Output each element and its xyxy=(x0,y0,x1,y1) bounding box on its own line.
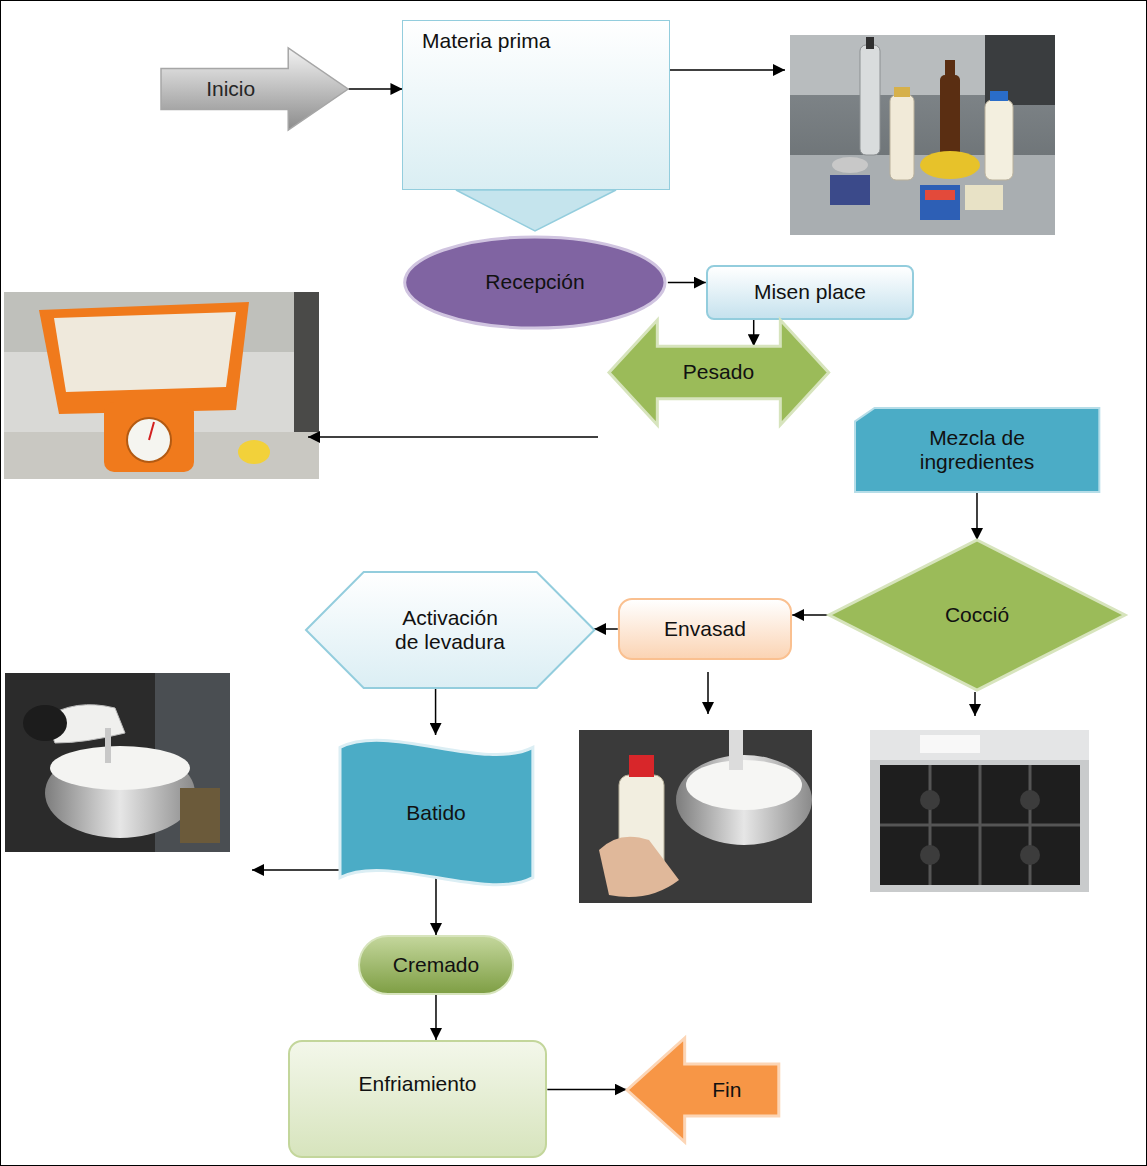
callout-box: Materia prima xyxy=(402,20,669,190)
terminal-pill: Cremado xyxy=(358,935,515,995)
text-area: Enfriamiento xyxy=(305,1056,530,1113)
node-label: Inicio xyxy=(173,77,289,101)
node-label: Misen place xyxy=(718,280,902,304)
flow-arrow xyxy=(753,320,755,346)
flow-arrow xyxy=(349,88,403,90)
leader-arrow xyxy=(308,436,598,438)
text-stack: Mezcla de ingredientes xyxy=(869,426,1084,474)
text-stack: Activación de levadura xyxy=(388,606,512,654)
card-box: Mezcla de ingredientes xyxy=(855,408,1099,492)
flow-arrow xyxy=(792,614,829,616)
text-stack: Inicio xyxy=(173,77,289,101)
leader-arrow xyxy=(252,869,342,871)
scale-photo xyxy=(4,292,319,479)
process-ellipse: Recepción xyxy=(402,235,668,330)
text-stack: Materia prima xyxy=(422,29,650,53)
decision-diamond: Cocció xyxy=(829,540,1125,690)
process-box: Envasad xyxy=(618,598,792,660)
mixer-photo xyxy=(5,673,230,852)
text-area: Mezcla de ingredientes xyxy=(869,415,1084,486)
text-stack: Cocció xyxy=(903,603,1051,627)
text-stack: Recepción xyxy=(442,270,628,294)
text-stack: Misen place xyxy=(718,280,902,304)
text-area: Pesado xyxy=(657,348,780,396)
text-area: Activación de levadura xyxy=(388,584,512,677)
process-box: Misen place xyxy=(706,265,914,320)
text-stack: Envasad xyxy=(630,617,780,641)
card-box-shape xyxy=(855,408,1099,492)
bottling-photo xyxy=(579,730,812,903)
text-area: Cremado xyxy=(375,943,497,988)
flow-arrow xyxy=(435,878,437,935)
text-area: Misen place xyxy=(718,272,902,313)
leader-arrow xyxy=(974,692,976,716)
stove-photo xyxy=(870,730,1089,892)
node-label: Enfriamiento xyxy=(305,1072,530,1096)
preparation-hexagon: Activación de levadura xyxy=(306,572,594,688)
node-label: Mezcla de ingredientes xyxy=(869,426,1084,474)
flow-arrow xyxy=(456,190,616,231)
ingredients-photo xyxy=(790,35,1055,235)
node-label: Activación de levadura xyxy=(388,606,512,654)
node-label: Cremado xyxy=(375,953,497,977)
flow-arrow xyxy=(435,995,437,1040)
flow-arrow xyxy=(668,282,706,284)
decision-diamond-shape xyxy=(829,540,1125,690)
double-arrow-shape xyxy=(609,320,829,425)
text-area: Batido xyxy=(355,782,517,844)
process-box: Enfriamiento xyxy=(288,1040,548,1158)
end-arrow: Fin xyxy=(627,1038,779,1142)
node-label: Recepción xyxy=(442,270,628,294)
text-area: Envasad xyxy=(630,606,780,652)
node-label: Batido xyxy=(355,801,517,825)
flow-arrow xyxy=(547,1089,626,1091)
end-arrow-outline xyxy=(627,1038,779,1142)
start-arrow: Inicio xyxy=(161,48,348,130)
text-stack: Pesado xyxy=(657,360,780,384)
node-label: Materia prima xyxy=(422,29,650,53)
start-arrow-shape xyxy=(161,48,348,130)
flow-arrow xyxy=(976,492,978,540)
text-area: Inicio xyxy=(173,69,289,108)
leader-arrow xyxy=(707,672,709,714)
node-label: Fin xyxy=(684,1078,769,1102)
text-area: Recepción xyxy=(442,256,628,309)
text-area: Materia prima xyxy=(422,29,650,79)
process-ellipse-shape xyxy=(405,237,665,328)
text-stack: Cremado xyxy=(375,953,497,977)
end-arrow-shape xyxy=(627,1038,779,1142)
text-stack: Enfriamiento xyxy=(305,1072,530,1096)
preparation-hexagon-shape xyxy=(306,572,594,688)
flow-arrow xyxy=(594,628,618,630)
node-label: Envasad xyxy=(630,617,780,641)
double-arrow: Pesado xyxy=(609,320,829,425)
node-label: Cocció xyxy=(903,603,1051,627)
leader-arrow xyxy=(667,69,785,71)
flow-arrow xyxy=(435,688,437,735)
text-area: Fin xyxy=(684,1066,769,1114)
node-label: Pesado xyxy=(657,360,780,384)
text-stack: Fin xyxy=(684,1078,769,1102)
tape-banner: Batido xyxy=(340,735,533,890)
text-area: Cocció xyxy=(903,585,1051,645)
text-stack: Batido xyxy=(355,801,517,825)
tape-banner-shape xyxy=(340,740,533,885)
